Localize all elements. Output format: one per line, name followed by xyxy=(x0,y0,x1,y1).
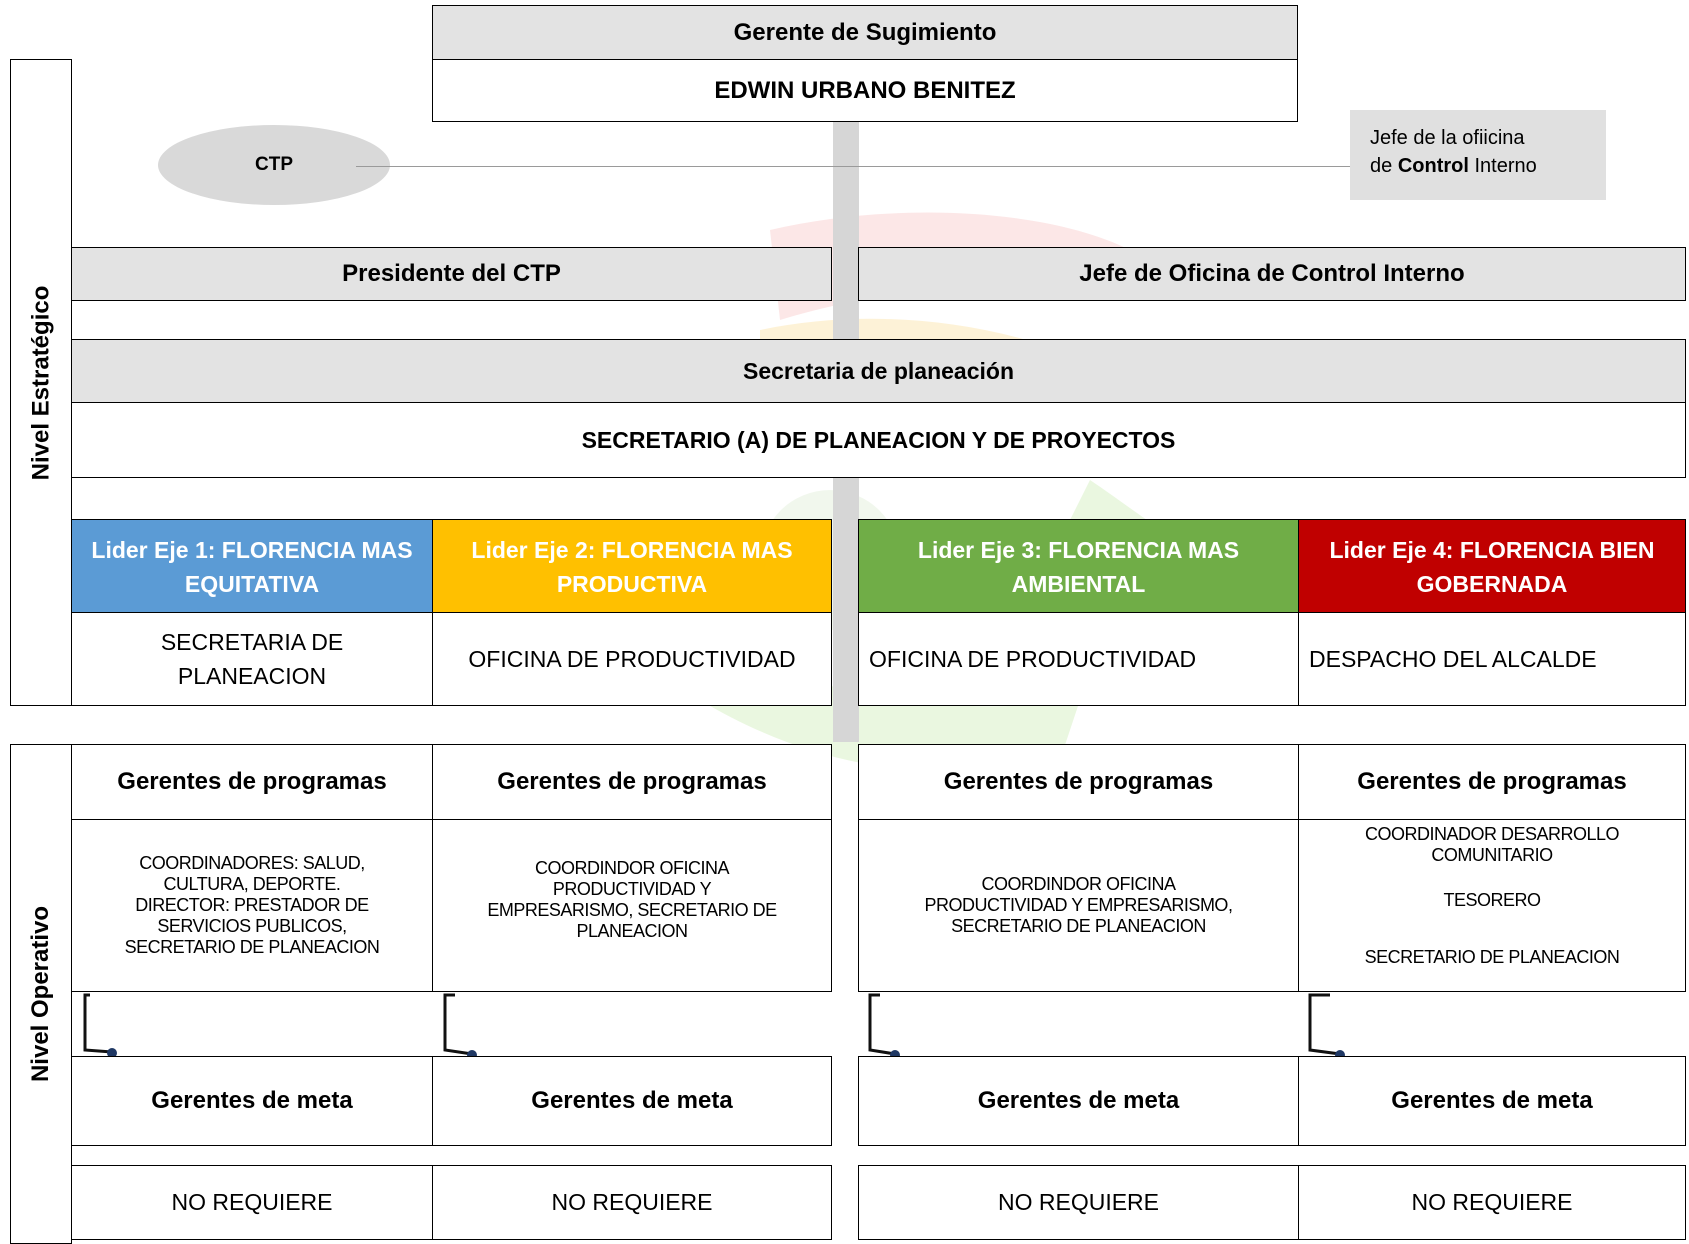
programas-detail-1: COORDINADORES: SALUD, CULTURA, DEPORTE. … xyxy=(71,819,433,992)
control-interno-note: Jefe de la ofiicina de Control Interno xyxy=(1350,110,1606,200)
gerente-name: EDWIN URBANO BENITEZ xyxy=(432,59,1298,122)
nivel-operativo-label: Nivel Operativo xyxy=(10,744,72,1244)
programas-detail-3: COORDINDOR OFICINA PRODUCTIVIDAD Y EMPRE… xyxy=(858,819,1299,992)
dependencia-3: OFICINA DE PRODUCTIVIDAD xyxy=(858,612,1299,706)
gerentes-meta-3: Gerentes de meta xyxy=(858,1056,1299,1146)
gerentes-programas-2: Gerentes de programas xyxy=(432,744,832,820)
secretaria-planeacion-title: Secretaria de planeación xyxy=(71,339,1686,404)
gerentes-meta-4: Gerentes de meta xyxy=(1298,1056,1686,1146)
presidente-ctp-box: Presidente del CTP xyxy=(71,247,832,301)
gerentes-programas-3: Gerentes de programas xyxy=(858,744,1299,820)
gerentes-programas-1: Gerentes de programas xyxy=(71,744,433,820)
nivel-estrategico-label: Nivel Estratégico xyxy=(10,59,72,706)
meta-value-2: NO REQUIERE xyxy=(432,1165,832,1240)
ctp-link-line xyxy=(356,166,1350,167)
meta-value-4: NO REQUIERE xyxy=(1298,1165,1686,1240)
operativo-inner-line xyxy=(71,744,72,1244)
gerentes-programas-4: Gerentes de programas xyxy=(1298,744,1686,820)
gerentes-meta-1: Gerentes de meta xyxy=(71,1056,433,1146)
gerente-title: Gerente de Sugimiento xyxy=(432,5,1298,61)
dependencia-2: OFICINA DE PRODUCTIVIDAD xyxy=(432,612,832,706)
dependencia-4: DESPACHO DEL ALCALDE xyxy=(1298,612,1686,706)
meta-value-1: NO REQUIERE xyxy=(71,1165,433,1240)
jefe-control-interno-box: Jefe de Oficina de Control Interno xyxy=(858,247,1686,301)
secretario-planeacion-name: SECRETARIO (A) DE PLANEACION Y DE PROYEC… xyxy=(71,402,1686,478)
gerentes-meta-2: Gerentes de meta xyxy=(432,1056,832,1146)
meta-value-3: NO REQUIERE xyxy=(858,1165,1299,1240)
programas-detail-4: COORDINADOR DESARROLLO COMUNITARIO TESOR… xyxy=(1298,819,1686,992)
ctp-bubble: CTP xyxy=(158,125,390,205)
programas-detail-2: COORDINDOR OFICINA PRODUCTIVIDAD Y EMPRE… xyxy=(432,819,832,992)
